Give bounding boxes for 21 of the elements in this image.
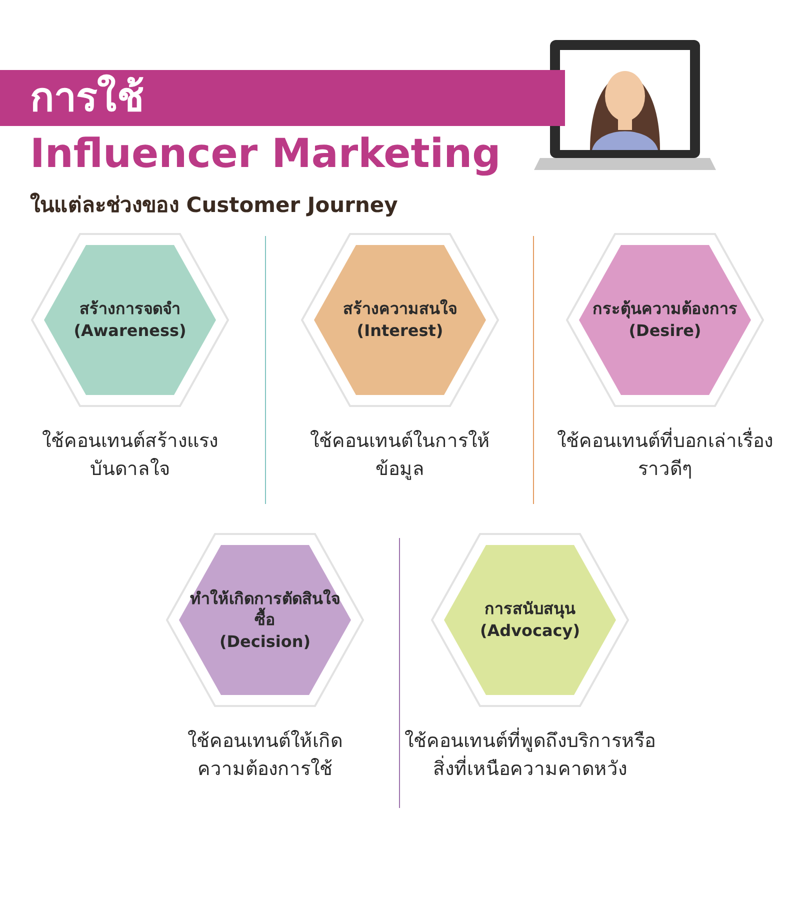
stage-description: ใช้คอนเทนต์ที่พูดถึงบริการหรือสิ่งที่เหนือความคาดหวัง	[395, 728, 665, 784]
stage-description: ใช้คอนเทนต์สร้างแรงบันดาลใจ	[41, 429, 219, 482]
stage-title: กระตุ้นความต้องการ	[592, 298, 738, 320]
stage-title: สร้างการจดจำ	[80, 298, 180, 320]
hexagon-card	[430, 532, 630, 708]
stage-title: สร้างความสนใจ	[343, 298, 457, 320]
stage-subtitle: (Advocacy)	[480, 620, 580, 642]
stage-subtitle: (Decision)	[219, 630, 311, 652]
stage-subtitle: (Interest)	[356, 320, 444, 342]
stage-description: ใช้คอนเทนต์ที่บอกเล่าเรื่องราวดีๆ	[550, 428, 780, 484]
stage-title: ทำให้เกิดการตัดสินใจซื้อ	[190, 588, 340, 631]
stage-subtitle: (Desire)	[628, 320, 702, 342]
hexagon-card	[165, 532, 365, 708]
stage-subtitle: (Awareness)	[74, 320, 186, 342]
stage-description: ใช้คอนเทนต์ในการให้ข้อมูล	[309, 429, 491, 482]
subtitle: ในแต่ละช่วงของ Customer Journey	[30, 192, 398, 219]
hexagon-card	[565, 232, 765, 408]
stage-description: ใช้คอนเทนต์ให้เกิดความต้องการใช้	[186, 729, 344, 782]
stage-title: การสนับสนุน	[484, 598, 576, 620]
hexagon-card	[300, 232, 500, 408]
hexagon-card	[30, 232, 230, 408]
